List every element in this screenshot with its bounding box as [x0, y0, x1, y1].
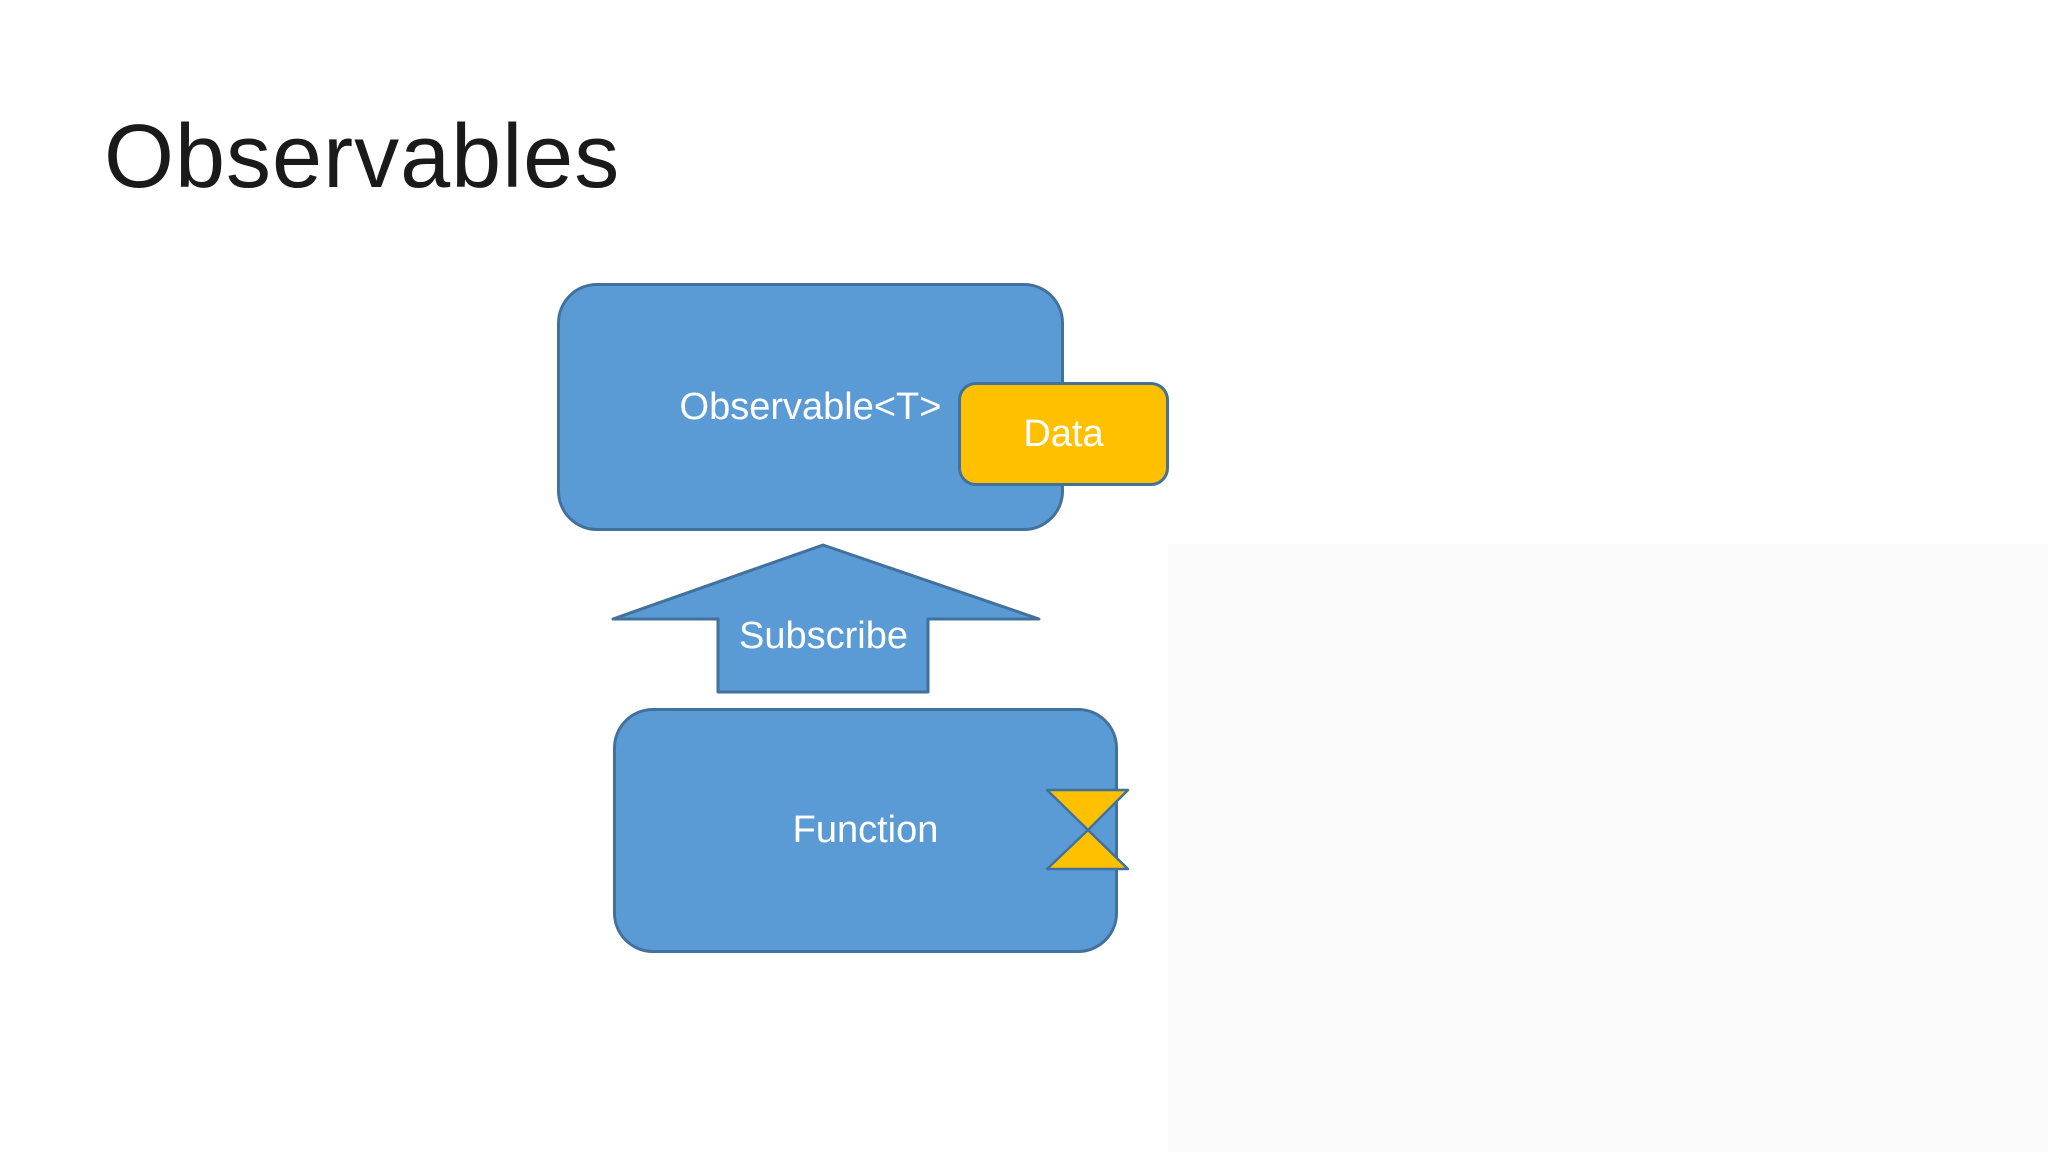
function-box: Function	[613, 708, 1118, 953]
hourglass-icon	[1045, 788, 1130, 871]
data-box: Data	[958, 382, 1169, 486]
data-box-label: Data	[1023, 412, 1104, 455]
subscribe-up-arrow-shape	[611, 543, 1041, 694]
observable-box-label: Observable<T>	[679, 385, 942, 428]
subscribe-arrow-label: Subscribe	[739, 614, 908, 657]
background-shade-region	[1168, 544, 2048, 1152]
page-title: Observables	[104, 107, 621, 207]
function-box-label: Function	[792, 809, 939, 851]
